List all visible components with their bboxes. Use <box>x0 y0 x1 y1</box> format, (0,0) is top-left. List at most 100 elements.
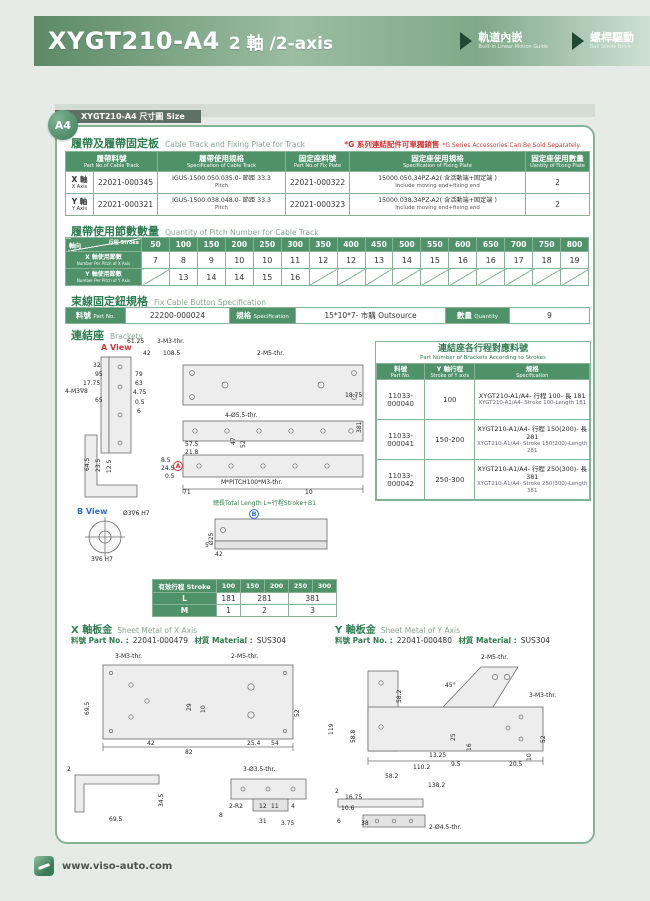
y-sheet-pn: 22041-000480 <box>396 636 452 645</box>
dim-label: 29 <box>186 703 193 711</box>
m-value-cell: 2 <box>240 604 289 617</box>
pitch-header-row-cell: 50 <box>141 237 170 252</box>
dim-label: M*PITCH100*M3-thr. <box>221 479 283 486</box>
badge-label-en: Built-in Linear Motion Guide <box>478 44 548 50</box>
dim-label: 25.4 <box>247 740 261 747</box>
content-sheet: 履帶及履帶固定板 Cable Track and Fixing Plate fo… <box>55 125 595 844</box>
pn-cell: 11033-000040 <box>375 379 426 420</box>
pitch-row-y-cell: 14 <box>224 268 254 286</box>
pitch-header-row-cell: 100 <box>168 237 198 252</box>
dim-label: 13.25 <box>429 752 447 759</box>
dim-label: 63 <box>135 380 143 387</box>
pitch-row-y-cell <box>448 268 478 286</box>
dim-label: 42 <box>143 350 151 357</box>
dim-label: 61.25 <box>127 338 145 345</box>
dim-label: 381 <box>356 421 363 433</box>
stroke-cell: 250-300 <box>424 459 476 500</box>
x-sheet-pn: 22041-000479 <box>132 636 188 645</box>
view-b-label: B View <box>77 507 108 516</box>
dim-label: 5 <box>205 542 209 549</box>
dim-label: 2-Ø4.5-thr. <box>429 824 462 831</box>
header-band: XYGT210-A4 2 軸 /2-axis 軌道內嵌 Built-in Lin… <box>34 16 650 66</box>
pitch-header-row-cell: 700 <box>504 237 534 252</box>
table-row: 11033-000042 250-300 XYGT210-A1/A4- 行程 2… <box>375 459 590 500</box>
section-bar-label: XYGT210-A4 尺寸圖 Size <box>55 110 201 123</box>
pitch-row-y-cell <box>476 268 506 286</box>
pitch-header-row-cell: 250 <box>252 237 282 252</box>
x-sheet-material: SUS304 <box>256 636 287 645</box>
dim-label: 34.5 <box>158 793 165 807</box>
pitch-header-row-cell: 350 <box>308 237 338 252</box>
title-zh: 履帶使用節數數量 <box>71 225 159 238</box>
dim-label: 2-M5-thr. <box>231 653 259 660</box>
note-zh: *G 系列連結配件可單獨銷售 <box>344 140 440 149</box>
pitch-row-y-cell <box>308 268 338 286</box>
dim-label: Ø25 <box>208 532 215 545</box>
fix-button-table: 料號 Part No. 22200-000024 規格 Specificatio… <box>65 307 590 324</box>
title-en: Fix Cable Button Specification <box>154 298 267 307</box>
stroke-header-label: 有效行程 Stroke <box>152 579 217 593</box>
dim-label: 69.5 <box>109 816 123 823</box>
y-sheet-drawing: 2-M5-thr. 45° 3-M3-thr. 119 58.2 58.8 25… <box>328 649 591 845</box>
dim-label: 4 <box>291 803 295 810</box>
qty-value-cell: 9 <box>509 307 590 324</box>
pitch-section-title: 履帶使用節數數量 Quantity of Pitch Number for Ca… <box>71 223 319 239</box>
dim-label: 110.2 <box>413 764 431 771</box>
l-label-cell: L <box>152 592 217 605</box>
dim-label: 3-M3-thr. <box>157 338 185 345</box>
pitch-header-row-cell: 200 <box>224 237 254 252</box>
x-sheet-title: X 軸板金 Sheet Metal of X Axis <box>71 625 198 636</box>
total-length-note: 總長Total Length L=行程Stroke+B1 <box>213 500 316 507</box>
track-pn-cell: 22021-000345 <box>92 171 159 194</box>
dim-label: 3.75 <box>281 820 295 827</box>
m-label-cell: M <box>152 604 217 617</box>
dim-label: 119 <box>328 723 335 735</box>
l-value-cell: 381 <box>288 592 337 605</box>
stroke-header-row-cell: 150 <box>240 579 265 593</box>
dim-label: 69.5 <box>84 701 91 715</box>
plate-spec-cell: 15000.038.34PZ-A2( 含活動端+固定端 )Include mov… <box>349 193 527 216</box>
brackets-section-title: 連結座 Brackets <box>71 327 143 343</box>
dim-label: 4.75 <box>133 389 147 396</box>
spec-value-cell: 15*10*7- 市購 Outsource <box>295 307 446 324</box>
pitch-row-x-cell: 19 <box>560 251 589 269</box>
pitch-row-label: Y 軸使用節數 Number Per Pitch of Y Axis <box>65 268 142 286</box>
badge-linear-guide: 軌道內嵌 Built-in Linear Motion Guide <box>460 32 548 50</box>
dim-label: 6 <box>137 408 141 415</box>
dim-label: 2 <box>67 766 71 773</box>
pitch-row-x-cell: 11 <box>280 251 310 269</box>
pitch-header-row-cell: 150 <box>196 237 226 252</box>
m-value-cell: 3 <box>288 604 337 617</box>
dim-label: 52 <box>294 709 301 717</box>
pitch-corner-cell: 軸向 行程 Stroke <box>65 237 142 252</box>
feature-badges: 軌道內嵌 Built-in Linear Motion Guide 螺桿驅動 B… <box>460 32 634 50</box>
cable-track-section-title: 履帶及履帶固定板 Cable Track and Fixing Plate fo… <box>71 135 305 151</box>
dim-label: 52 <box>540 735 547 743</box>
m-value-cell: 1 <box>216 604 241 617</box>
x-sheet-drawing: 3-M3-thr. 2-M5-thr. 69.5 29 10 52 25.4 5… <box>63 649 321 845</box>
plate-spec-cell: 15000.050.34PZ-A2( 含活動端+固定端 )Include mov… <box>349 171 527 194</box>
y-sheet-pn-line: 料號 Part No. :22041-000480 材質 Material :S… <box>335 636 551 645</box>
dim-label: 38 <box>361 820 369 827</box>
dim-label: 6 <box>337 818 341 825</box>
title-zh: 束線固定鈕規格 <box>71 295 148 308</box>
title-zh: 連結座 <box>71 329 104 342</box>
title-zh: 履帶及履帶固定板 <box>71 137 159 150</box>
pitch-header-row-cell: 600 <box>448 237 478 252</box>
section-bar: XYGT210-A4 尺寸圖 Size <box>55 104 595 123</box>
qty-label-cell: 數量 Quantity <box>445 307 510 324</box>
dim-label: 65 <box>95 397 103 404</box>
